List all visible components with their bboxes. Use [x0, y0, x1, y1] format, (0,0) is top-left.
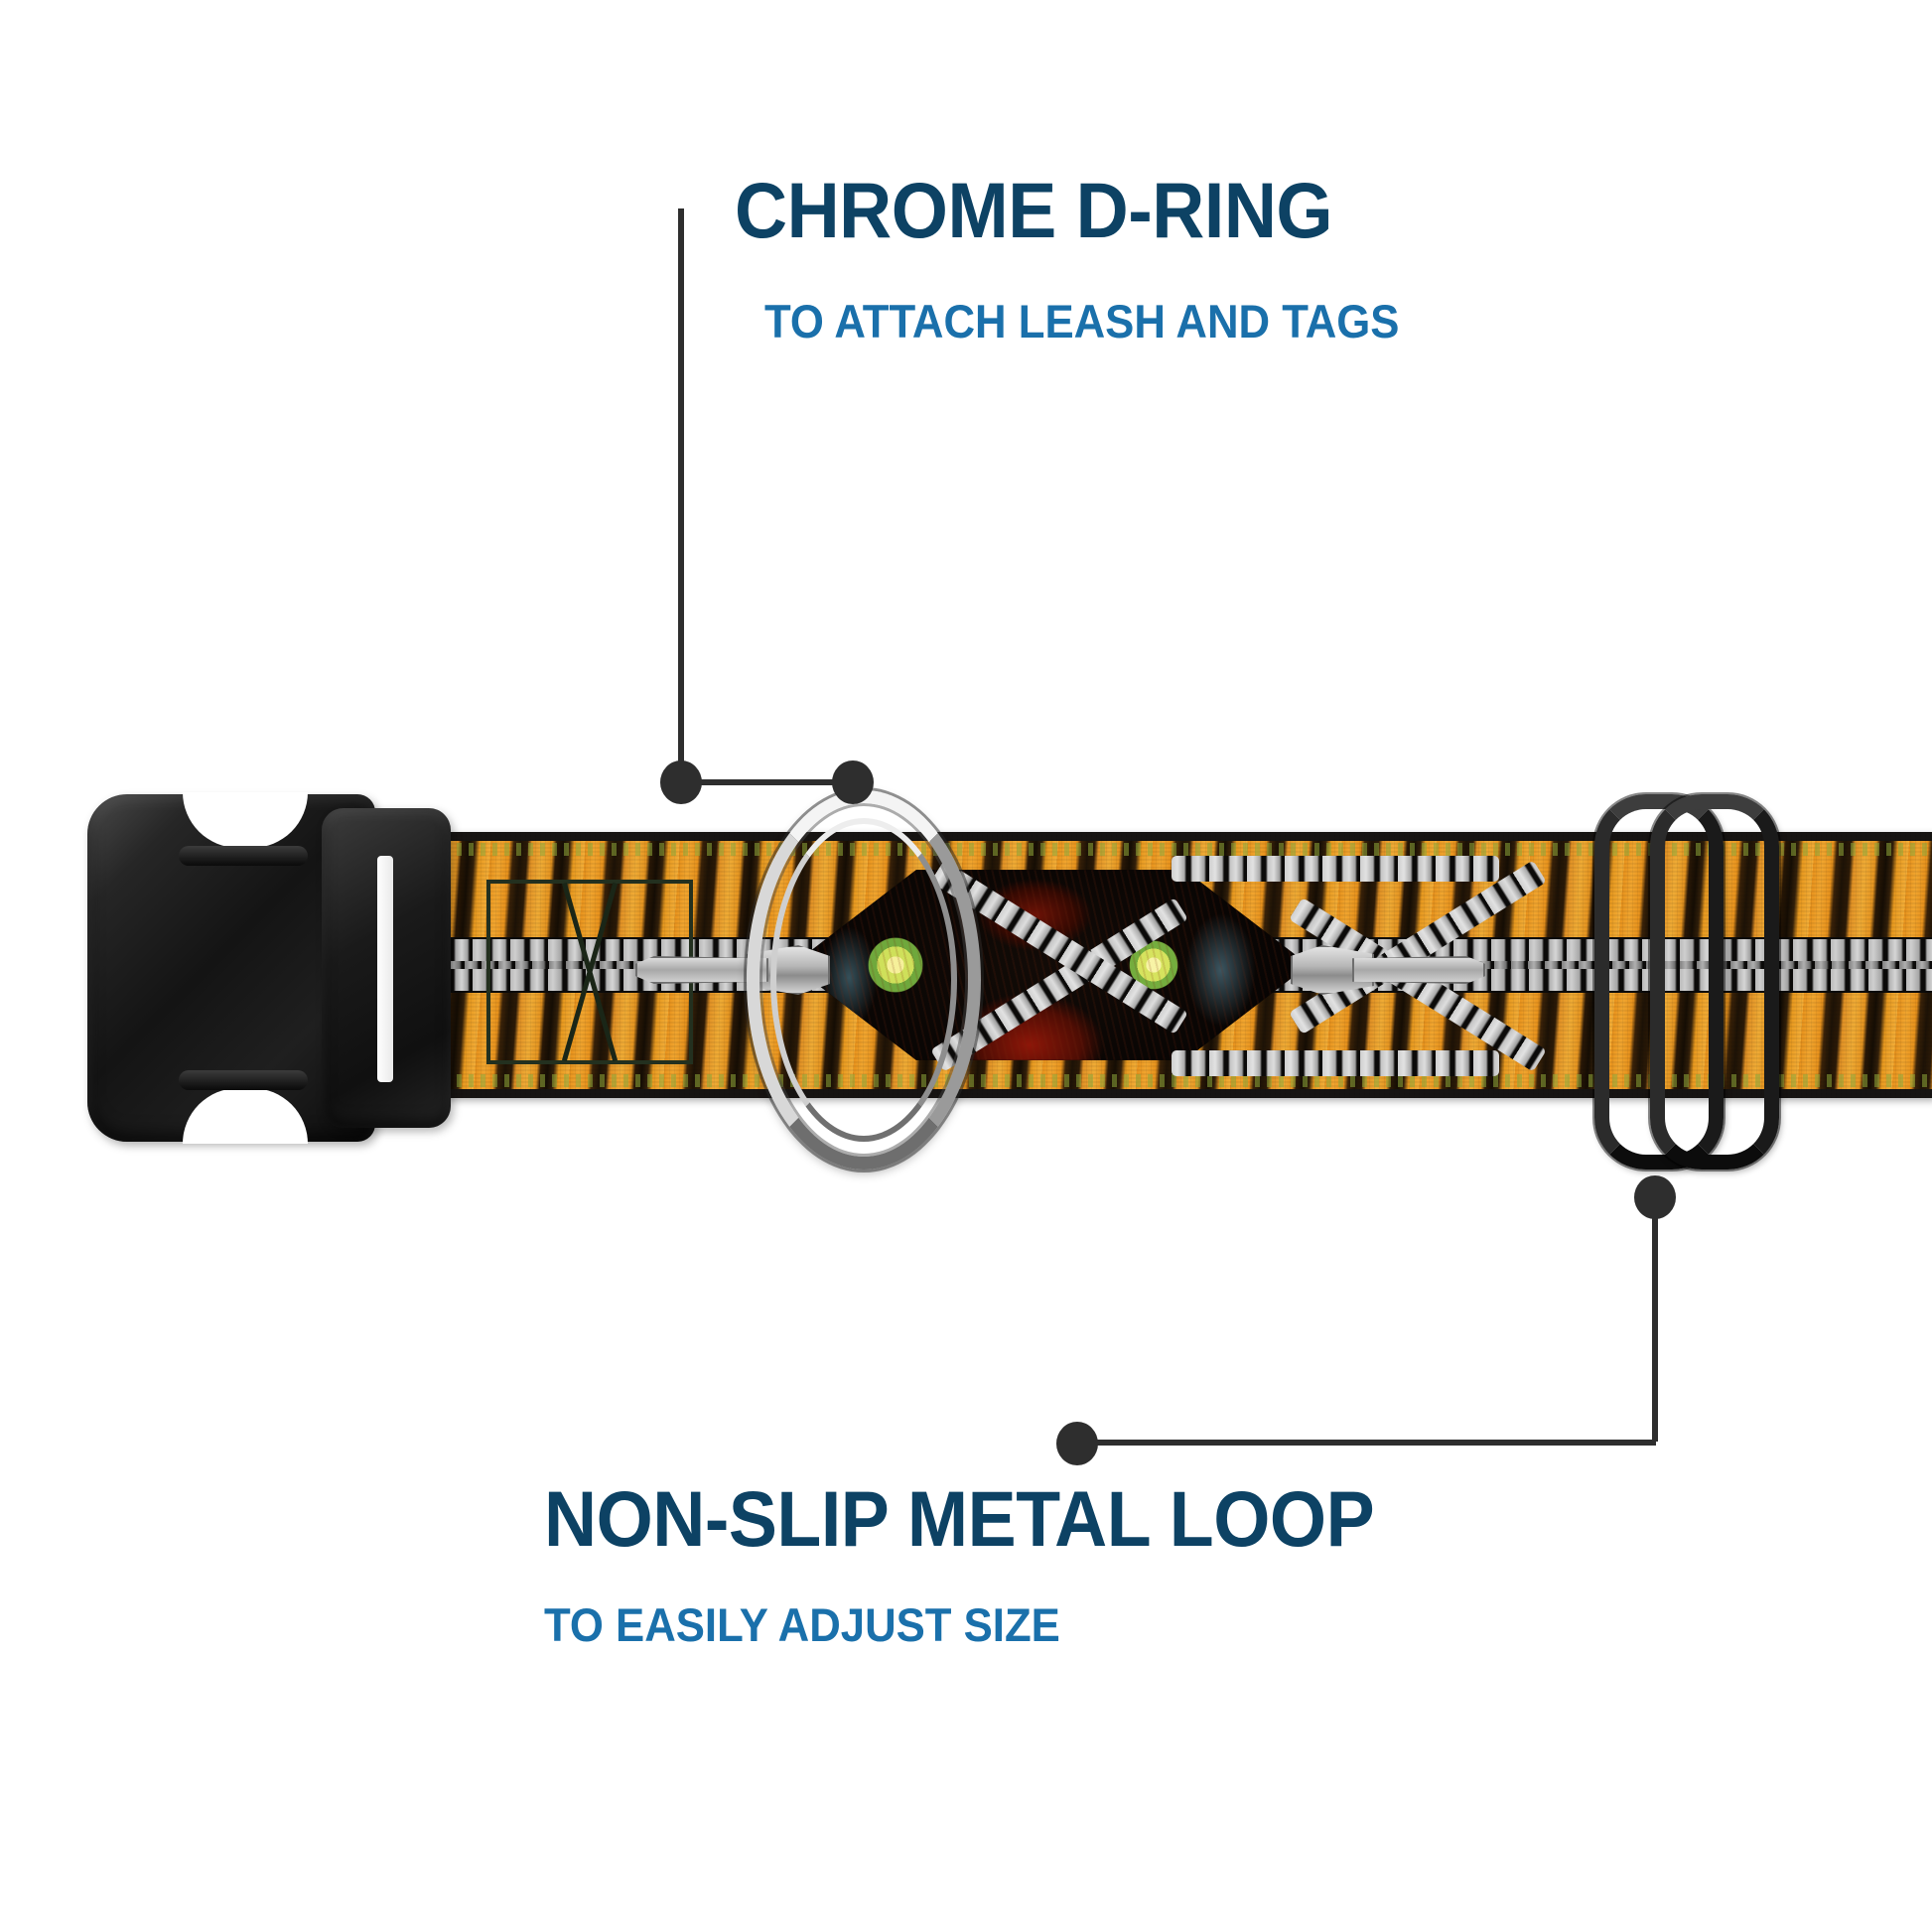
callout-title-non-slip-metal-loop: NON-SLIP METAL LOOP: [544, 1474, 1375, 1563]
d-ring-leader-vertical: [678, 208, 684, 769]
d-ring-leader-horizontal: [681, 779, 862, 785]
buckle-groove-bottom: [179, 1070, 308, 1090]
chrome-d-ring: [747, 790, 981, 1170]
zipper-pull-tab-right: [1352, 956, 1485, 984]
buckle-webbing-slot: [377, 856, 393, 1082]
opening-teeth-bottom-middle: [1172, 1050, 1499, 1076]
zipper-pull-tab-left: [635, 956, 768, 984]
tri-glide-right-aperture: [1650, 794, 1779, 1170]
tri-glide-left-aperture: [1594, 794, 1724, 1170]
side-release-buckle: [87, 792, 451, 1144]
metal-loop-leader-vertical: [1652, 1203, 1658, 1442]
d-ring-inner-bevel: [770, 818, 957, 1142]
zipper-pull-right: [1291, 939, 1485, 997]
opening-teeth-top-middle: [1172, 856, 1499, 882]
callout-subtitle-chrome-d-ring: TO ATTACH LEASH AND TAGS: [764, 295, 1400, 347]
callout-subtitle-non-slip-metal-loop: TO EASILY ADJUST SIZE: [544, 1598, 1060, 1651]
buckle-groove-top: [179, 846, 308, 866]
metal-loop-leader-dot-corner: [1056, 1422, 1098, 1465]
d-ring-leader-dot-target: [832, 760, 874, 804]
callout-title-chrome-d-ring: CHROME D-RING: [735, 166, 1333, 254]
metal-tri-glide-loop: [1594, 794, 1779, 1170]
metal-loop-leader-horizontal: [1074, 1440, 1656, 1446]
